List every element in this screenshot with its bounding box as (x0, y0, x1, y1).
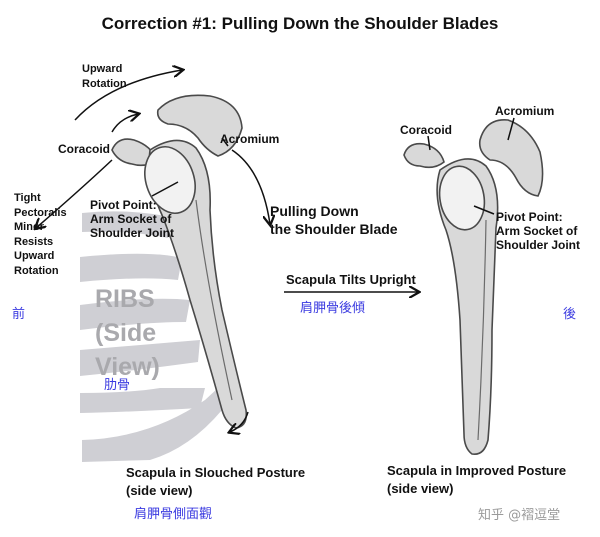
acromium-pointer-left (221, 137, 229, 147)
pivot-label-left: Pivot Point: Arm Socket of Shoulder Join… (90, 198, 174, 240)
watermark: 知乎 @褶逗堂 (478, 508, 561, 523)
ribs-cn-label: 肋骨 (104, 378, 131, 393)
acromion-right (478, 119, 544, 197)
inferior-angle-arrow (230, 411, 249, 432)
pivot-pointer-left (151, 181, 179, 197)
rib-2 (80, 253, 182, 282)
coracoid-pointer-right (427, 135, 431, 151)
glenoid-right (438, 165, 486, 231)
rib-4 (80, 340, 200, 376)
glenoid-left (144, 146, 196, 214)
pivot-pointer-right (473, 205, 495, 215)
coracoid-right (403, 142, 445, 169)
pivot-label-right: Pivot Point: Arm Socket of Shoulder Join… (496, 210, 580, 252)
acromion-left (156, 94, 243, 157)
upward-rotation-label: Upward Rotation (82, 63, 127, 90)
pectoralis-label: Tight Pectoralis Minor Resists Upward Ro… (14, 192, 67, 277)
coracoid-arrow (111, 114, 138, 133)
tilt-label: Scapula Tilts Upright (286, 272, 416, 287)
acromium-pointer-right (507, 117, 515, 141)
scapula-body-right (436, 158, 499, 456)
ribs-illustration (80, 211, 222, 462)
coracoid-label-right: Coracoid (400, 123, 453, 137)
scapula-improved (403, 119, 544, 456)
acromium-label-left: Acromium (220, 132, 280, 146)
pulling-down-label: Pulling Down the Shoulder Blade (270, 203, 398, 237)
rib-1 (82, 211, 175, 238)
tilt-cn-label: 肩胛骨後傾 (300, 301, 366, 316)
pectoralis-arrow (36, 159, 113, 228)
front-label: 前 (12, 307, 26, 322)
rib-5 (80, 388, 205, 413)
arrows (36, 70, 515, 432)
caption-slouched-cn: 肩胛骨側面觀 (134, 507, 213, 522)
ribs-label: RIBS (Side View) (95, 285, 160, 381)
pulling-down-arrow (231, 149, 270, 224)
acromium-label-right: Acromium (495, 104, 555, 118)
scapula-slouched (111, 94, 248, 429)
rib-3 (80, 298, 190, 330)
back-label: 後 (563, 307, 577, 322)
caption-improved: Scapula in Improved Posture (side view) (387, 463, 567, 496)
upward-rotation-arrow (74, 70, 182, 121)
caption-slouched: Scapula in Slouched Posture (side view) (126, 465, 306, 498)
page-title: Correction #1: Pulling Down the Shoulder… (101, 14, 499, 33)
coracoid-label-left: Coracoid (58, 142, 111, 156)
rib-6 (82, 388, 222, 462)
